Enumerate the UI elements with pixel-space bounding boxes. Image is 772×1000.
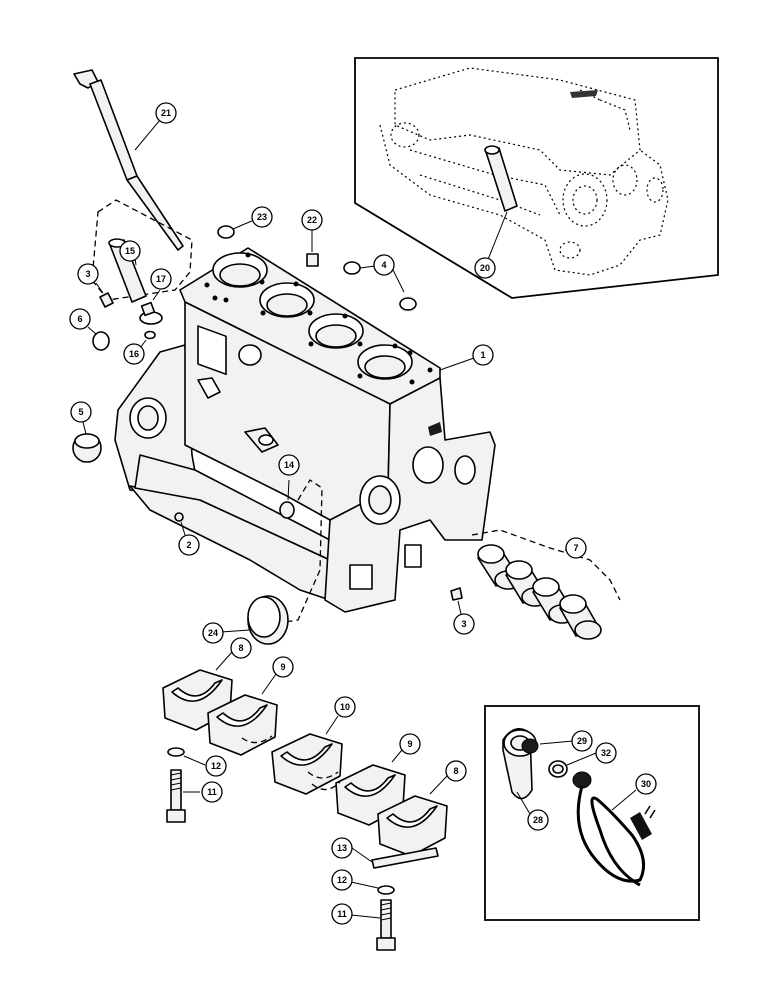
- callout-12-left: 12: [205, 755, 227, 777]
- callout-15: 15: [119, 240, 141, 262]
- inset-block-tube: [354, 57, 719, 299]
- bearings-part-7: [471, 529, 621, 640]
- svg-text:17: 17: [156, 274, 166, 284]
- plug-part-24: [220, 595, 289, 645]
- dipstick-part-21: [73, 69, 184, 251]
- plug-part-4: [343, 261, 417, 311]
- svg-text:21: 21: [161, 108, 171, 118]
- svg-text:2: 2: [186, 540, 191, 550]
- cord-part-30: [572, 771, 656, 887]
- svg-text:10: 10: [340, 702, 350, 712]
- washer-part-12-right: [350, 881, 395, 895]
- svg-text:30: 30: [641, 779, 651, 789]
- svg-text:11: 11: [207, 787, 217, 797]
- bearing-cap-part-8-right: [377, 775, 448, 857]
- bolt-part-11-left: [166, 769, 200, 823]
- svg-text:8: 8: [453, 766, 458, 776]
- callout-23: 23: [251, 206, 273, 228]
- callout-8-left: 8: [230, 637, 252, 659]
- svg-text:24: 24: [208, 628, 218, 638]
- svg-text:15: 15: [125, 246, 135, 256]
- svg-text:9: 9: [280, 662, 285, 672]
- svg-text:4: 4: [381, 260, 386, 270]
- callout-9-right: 9: [399, 733, 421, 755]
- plug-part-6: [87, 326, 110, 351]
- svg-text:8: 8: [238, 643, 243, 653]
- tube-part-20: [484, 145, 518, 212]
- svg-text:22: 22: [307, 215, 317, 225]
- plug-part-22: [306, 230, 319, 267]
- callout-11-right: 11: [331, 903, 353, 925]
- callout-1: 1: [472, 344, 494, 366]
- svg-text:28: 28: [533, 815, 543, 825]
- callout-8-right: 8: [445, 760, 467, 782]
- callout-12-right: 12: [331, 869, 353, 891]
- svg-text:9: 9: [407, 739, 412, 749]
- svg-text:1: 1: [480, 350, 485, 360]
- svg-text:6: 6: [77, 314, 82, 324]
- plug-part-3-upper: [95, 282, 114, 308]
- bearing-cap-part-10: [271, 715, 343, 795]
- svg-text:12: 12: [337, 875, 347, 885]
- callout-13: 13: [331, 837, 353, 859]
- callout-2: 2: [178, 534, 200, 556]
- fitting-part-14: [279, 479, 295, 519]
- fitting-part-29: [521, 738, 574, 754]
- callout-3-upper: 3: [77, 263, 99, 285]
- callout-28: 28: [527, 809, 549, 831]
- callout-24: 24: [202, 622, 224, 644]
- plug-part-3-lower: [450, 587, 463, 615]
- plug-part-5: [72, 421, 102, 463]
- callout-16: 16: [123, 343, 145, 365]
- ring-part-32: [548, 752, 597, 778]
- callout-4: 4: [373, 254, 395, 276]
- bolt-part-11-right: [350, 899, 396, 951]
- callout-22: 22: [301, 209, 323, 231]
- svg-text:5: 5: [78, 407, 83, 417]
- svg-text:13: 13: [337, 843, 347, 853]
- svg-text:14: 14: [284, 460, 294, 470]
- callout-7: 7: [565, 537, 587, 559]
- callout-6: 6: [69, 308, 91, 330]
- svg-text:16: 16: [129, 349, 139, 359]
- svg-text:11: 11: [337, 909, 347, 919]
- plug-part-23: [217, 219, 255, 239]
- svg-text:29: 29: [577, 736, 587, 746]
- svg-text:7: 7: [573, 543, 578, 553]
- callout-3-lower: 3: [453, 613, 475, 635]
- callout-29: 29: [571, 730, 593, 752]
- callout-9-left: 9: [272, 656, 294, 678]
- oring-part-16: [139, 330, 156, 349]
- plug-part-2: [174, 512, 186, 536]
- callout-30: 30: [635, 773, 657, 795]
- callout-11-left: 11: [201, 781, 223, 803]
- bearing-cap-part-9-left: [207, 673, 278, 756]
- callout-14: 14: [278, 454, 300, 476]
- svg-text:3: 3: [461, 619, 466, 629]
- callout-17: 17: [150, 268, 172, 290]
- callout-32: 32: [595, 742, 617, 764]
- callout-20: 20: [474, 257, 496, 279]
- callout-10: 10: [334, 696, 356, 718]
- callout-21: 21: [155, 102, 177, 124]
- svg-text:32: 32: [601, 748, 611, 758]
- washer-part-12-left: [167, 747, 206, 766]
- strap-part-13: [351, 847, 439, 869]
- clamp-part-17: [139, 289, 163, 325]
- svg-text:3: 3: [85, 269, 90, 279]
- svg-text:20: 20: [480, 263, 490, 273]
- svg-text:12: 12: [211, 761, 221, 771]
- engine-block-part-1: [114, 247, 496, 626]
- callout-5: 5: [70, 401, 92, 423]
- svg-text:23: 23: [257, 212, 267, 222]
